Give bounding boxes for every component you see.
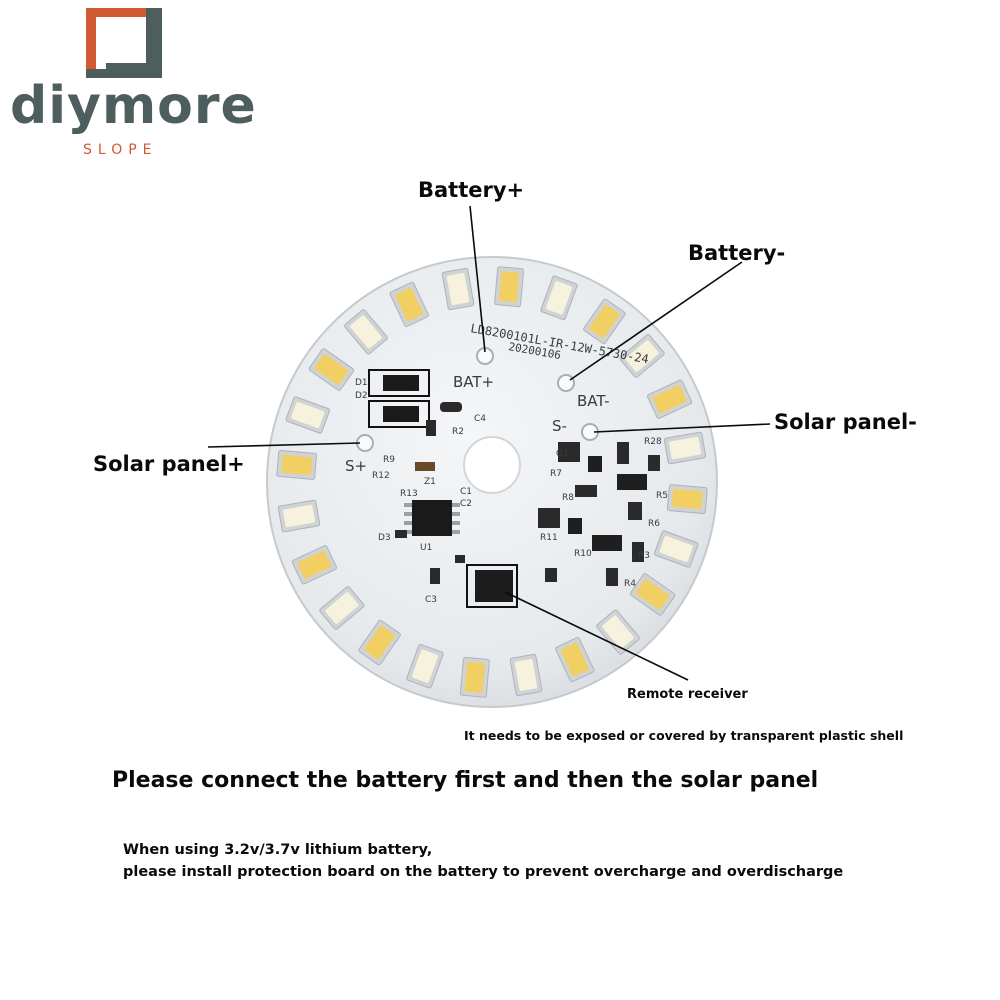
smd-led <box>291 545 337 585</box>
remote-receiver-leader <box>504 591 689 681</box>
smd-led <box>663 431 707 465</box>
led-ring <box>276 266 708 698</box>
silk-r5: R5 <box>656 491 668 501</box>
solar-plus-leader <box>207 442 361 448</box>
smd-led <box>459 656 490 698</box>
smd-led <box>647 379 693 419</box>
bat-minus-silk: BAT- <box>577 392 610 410</box>
silk-u1: U1 <box>420 543 432 553</box>
s-plus-silk: S+ <box>345 457 367 475</box>
smd-led <box>344 309 388 355</box>
silk-r2: R2 <box>452 427 464 437</box>
smd-led <box>666 484 708 515</box>
solar-panel-minus-label: Solar panel- <box>774 410 917 434</box>
ic-u1 <box>404 500 460 536</box>
brand-name: diymore <box>10 76 257 136</box>
battery-minus-label: Battery- <box>688 241 786 265</box>
silk-r10: R10 <box>574 549 592 559</box>
smd-led <box>441 267 475 311</box>
remote-receiver-label: Remote receiver <box>627 687 748 702</box>
smd-led <box>276 449 318 480</box>
smd-led <box>509 653 543 697</box>
smd-led <box>619 334 665 378</box>
silk-q1: Q1 <box>556 449 569 459</box>
battery-warning-line-2: please install protection board on the b… <box>123 864 844 880</box>
silk-r6: R6 <box>648 519 660 529</box>
smd-led <box>629 573 676 616</box>
battery-minus-leader <box>569 261 743 381</box>
silk-c1: C1 <box>460 487 472 497</box>
solar-panel-plus-label: Solar panel+ <box>93 452 245 476</box>
silk-r9: R9 <box>383 455 395 465</box>
silk-z1: Z1 <box>424 477 436 487</box>
smd-led <box>555 637 595 683</box>
silk-d1: D1 <box>355 378 368 388</box>
solar-minus-leader <box>593 423 771 433</box>
bat-minus-pad <box>557 374 575 392</box>
smd-led <box>358 619 401 666</box>
connection-order-instruction: Please connect the battery first and the… <box>112 768 819 793</box>
exposure-note: It needs to be exposed or covered by tra… <box>464 728 904 743</box>
silk-r4: R4 <box>624 579 636 589</box>
diode-d2 <box>368 400 430 428</box>
silk-r7: R7 <box>550 469 562 479</box>
battery-plus-leader <box>469 205 486 353</box>
smd-led <box>596 609 640 655</box>
silk-d2: D2 <box>355 391 368 401</box>
silk-c3: C3 <box>425 595 437 605</box>
smd-led <box>277 499 321 533</box>
s-minus-silk: S- <box>552 417 567 435</box>
leader-lines <box>207 205 771 681</box>
smd-led <box>406 643 444 689</box>
smd-led <box>653 530 699 568</box>
brand-logo-icon <box>86 8 162 78</box>
smd-led <box>308 348 355 391</box>
brand-tagline: SLOPE <box>83 142 158 158</box>
battery-warning-line-1: When using 3.2v/3.7v lithium battery, <box>123 842 433 858</box>
smd-led <box>389 281 429 327</box>
silk-r11: R11 <box>540 533 558 543</box>
remote-receiver-module <box>466 564 518 608</box>
smd-led <box>319 586 365 630</box>
diode-d1 <box>368 369 430 397</box>
silk-r8: R8 <box>562 493 574 503</box>
silk-r3: R3 <box>638 551 650 561</box>
silk-r28: R28 <box>644 437 662 447</box>
bat-plus-silk: BAT+ <box>453 373 494 391</box>
battery-plus-label: Battery+ <box>418 178 525 202</box>
pcb-board: LD8200101L-IR-12W-5730-24 20200106 BAT+ … <box>266 256 718 708</box>
smd-led <box>494 266 525 308</box>
smd-led <box>583 298 626 345</box>
silk-r13: R13 <box>400 489 418 499</box>
smd-led <box>285 396 331 434</box>
silk-c4: C4 <box>474 414 486 424</box>
smd-led <box>540 275 578 321</box>
silk-d3: D3 <box>378 533 391 543</box>
center-hole <box>463 436 521 494</box>
silk-c2: C2 <box>460 499 472 509</box>
silk-r12: R12 <box>372 471 390 481</box>
small-components <box>395 402 660 586</box>
